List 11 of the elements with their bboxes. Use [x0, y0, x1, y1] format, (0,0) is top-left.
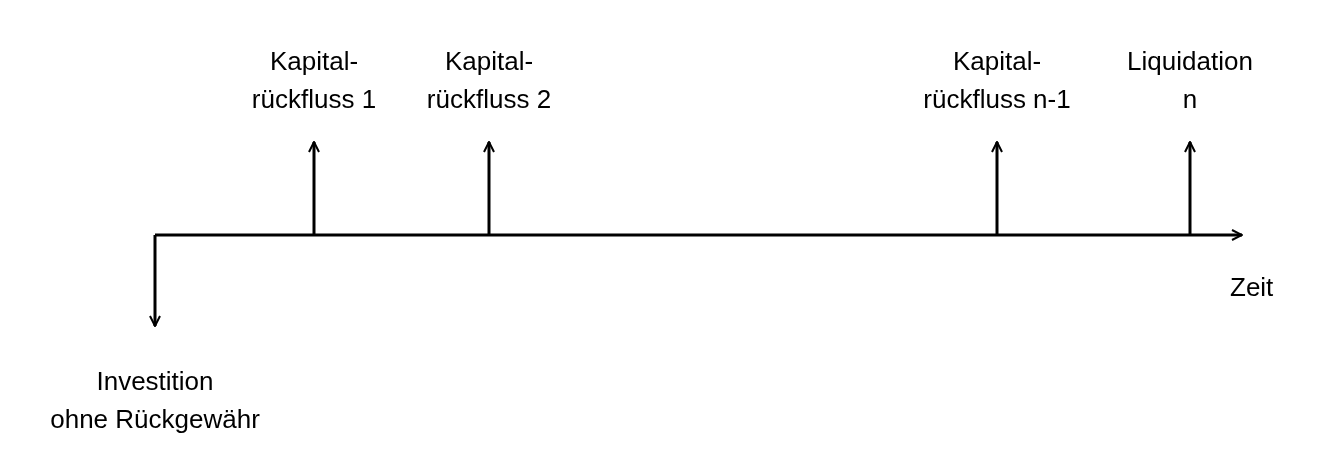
arrow — [483, 141, 495, 235]
cash-flow-label: Kapital- rückfluss 1 — [251, 42, 377, 142]
arrow — [149, 235, 161, 327]
arrow — [991, 141, 1003, 235]
cash-flow-label: Kapital- rückfluss n-1 — [923, 42, 1071, 142]
arrow — [308, 141, 320, 235]
cash-flow-label: Liquidation n — [1127, 42, 1253, 142]
axis-label: Zeit — [1230, 272, 1274, 303]
arrow — [1184, 141, 1196, 235]
cash-flow-label: Kapital- rückfluss 2 — [426, 42, 552, 142]
cash-flow-label: Investition ohne Rückgewähr — [50, 326, 260, 438]
